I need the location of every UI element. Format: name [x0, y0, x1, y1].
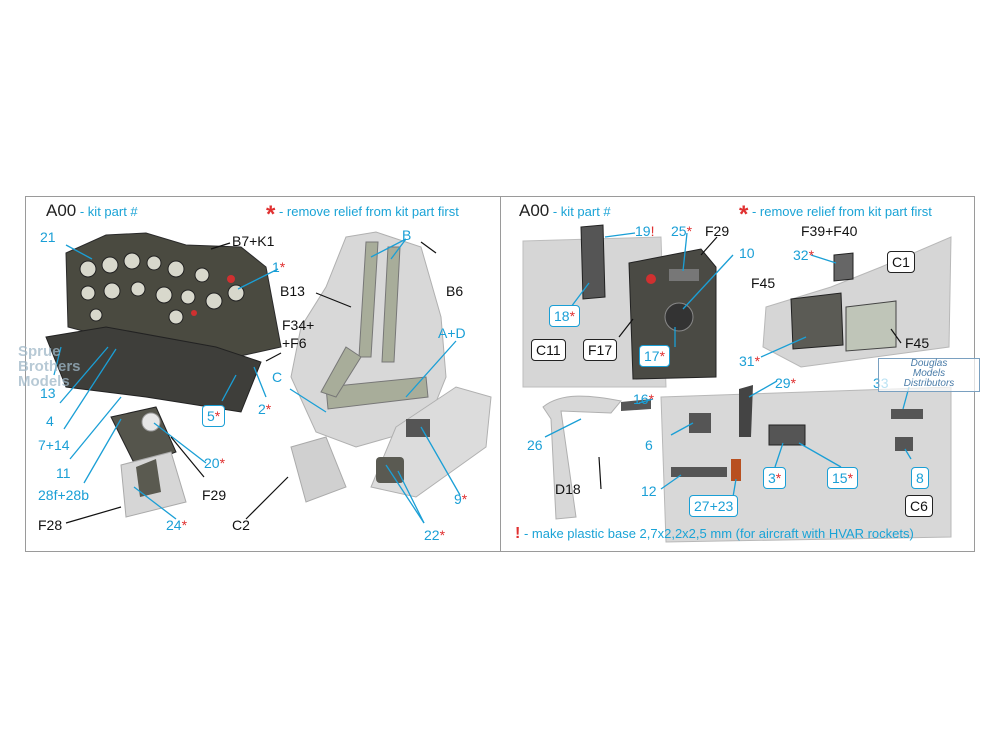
lever-29-part	[739, 385, 753, 437]
callout-21: 21	[40, 229, 56, 245]
callout-26: 26	[527, 437, 543, 453]
callout-28f-28b: 28f+28b	[38, 487, 89, 503]
callout-9: 9*	[454, 491, 468, 507]
callout-a-d: A+D	[438, 325, 466, 341]
floor-part	[290, 436, 347, 503]
callout-17-box: 17*	[639, 345, 671, 367]
callout-f29-left: F29	[202, 487, 227, 503]
callout-18-box: 18*	[549, 305, 581, 327]
seat-side-box	[406, 419, 430, 437]
callout-b6: B6	[446, 283, 464, 299]
callout-f29-right: F29	[705, 223, 730, 239]
callout-24: 24*	[166, 517, 188, 533]
box-31-part	[790, 292, 844, 350]
callout-1: 1*	[272, 259, 286, 275]
callout-b7k1: B7+K1	[232, 233, 275, 249]
callout-2: 2*	[258, 401, 272, 417]
callout-c1-box: C1	[887, 251, 915, 273]
callout-f45-bottom: F45	[905, 335, 930, 351]
callout-f45-top: F45	[751, 275, 776, 291]
right-leader-lines-black	[598, 236, 902, 490]
box-6-part	[689, 413, 711, 433]
pedestal-decal	[136, 459, 161, 497]
callout-f17-box: F17	[583, 339, 618, 361]
left-illustration	[45, 231, 492, 524]
callout-31: 31*	[739, 353, 761, 369]
plate-33-part	[891, 409, 923, 419]
seat-belts	[320, 241, 429, 410]
f17-red-knob	[646, 274, 656, 284]
callout-b: B	[402, 227, 412, 243]
callout-f28: F28	[38, 517, 63, 533]
footnote: ! - make plastic base 2,7x2,2x2,5 mm (fo…	[515, 525, 914, 542]
right-header-kit: A00 - kit part #	[519, 201, 611, 220]
callout-15-box: 15*	[827, 467, 859, 489]
callout-3-box: 3*	[763, 467, 787, 489]
box-8-part	[895, 437, 913, 451]
callout-b13: B13	[280, 283, 305, 299]
callout-25: 25*	[671, 223, 693, 239]
lower-console-part	[45, 326, 262, 413]
callout-c: C	[272, 369, 283, 385]
callout-d18: D18	[555, 481, 581, 497]
callout-c11-box: C11	[531, 339, 566, 361]
callout-7-14: 7+14	[38, 437, 70, 453]
callout-11: 11	[56, 465, 71, 481]
callout-6: 6	[645, 437, 653, 453]
callout-22: 22*	[424, 527, 446, 543]
callout-29: 29*	[775, 375, 797, 391]
leader-lines-blue	[53, 238, 461, 524]
f17-dial	[664, 302, 694, 332]
left-instruction-panel: A00 - kit part # * - remove relief from …	[25, 196, 501, 552]
instrument-gauges	[79, 252, 245, 325]
callout-c2: C2	[232, 517, 250, 533]
box-3-15-part	[768, 424, 806, 446]
left-header-relief: * - remove relief from kit part first	[266, 201, 459, 228]
left-header-kit: A00 - kit part #	[46, 201, 138, 220]
callout-13: 13	[40, 385, 56, 401]
box-32-part	[833, 252, 854, 282]
throttle-knob	[141, 412, 161, 432]
callout-4: 4	[46, 413, 54, 429]
callout-20: 20*	[204, 455, 226, 471]
panel-18-part	[580, 224, 606, 300]
callout-16: 16*	[633, 391, 655, 407]
callout-19: 19!	[635, 223, 655, 239]
leader-lines-black	[65, 241, 437, 524]
right-header-relief: * - remove relief from kit part first	[739, 201, 932, 228]
box-f45-part	[845, 300, 897, 352]
callout-c6-box: C6	[905, 495, 933, 517]
callout-f6: +F6	[282, 335, 307, 351]
right-instruction-panel: A00 - kit part # * - remove relief from …	[500, 196, 975, 552]
part-27-23	[731, 459, 741, 481]
callout-32: 32*	[793, 247, 815, 263]
callout-27-23-box: 27+23	[689, 495, 739, 517]
callout-f34: F34+	[282, 317, 315, 333]
panel-25-part	[669, 269, 699, 281]
callout-10: 10	[739, 245, 755, 261]
bracket-d18-part	[542, 395, 622, 520]
callout-12: 12	[641, 483, 657, 499]
strip-12-part	[671, 467, 727, 477]
callout-5-box: 5*	[202, 405, 226, 427]
callout-8-box: 8	[911, 467, 929, 489]
callout-f39-f40: F39+F40	[801, 223, 858, 239]
